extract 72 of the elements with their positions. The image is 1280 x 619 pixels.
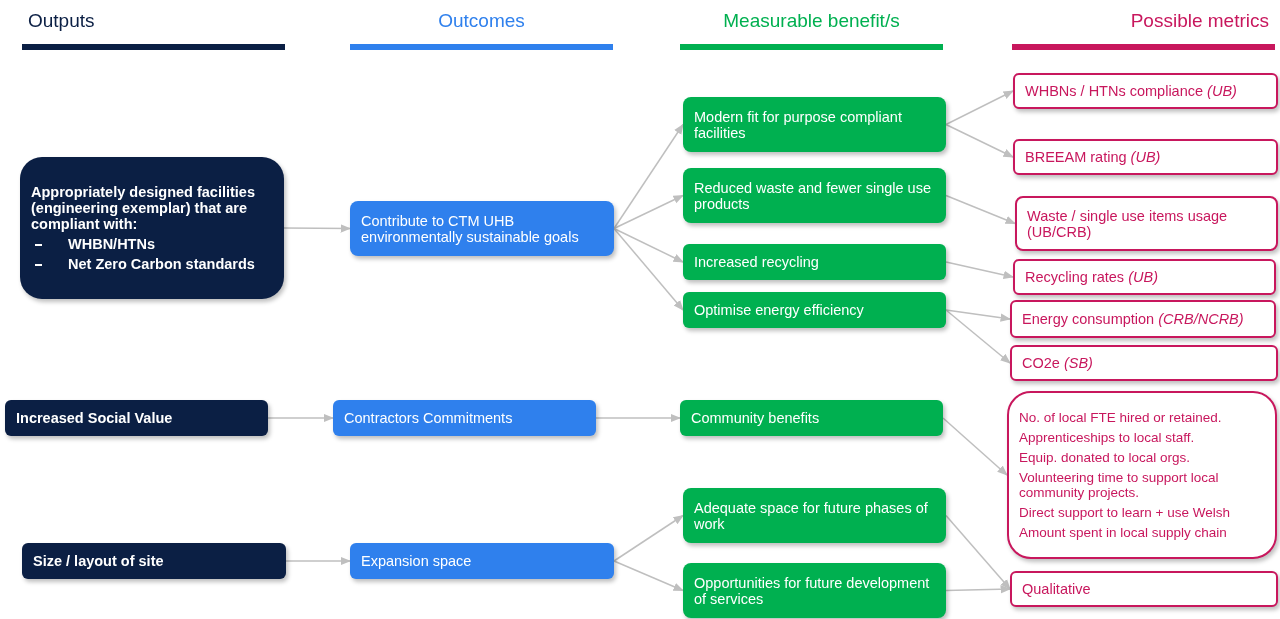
- arrow: [613, 560, 684, 592]
- arrow: [613, 227, 684, 263]
- column-heading: Outcomes: [437, 9, 526, 33]
- benefit-box: [683, 563, 946, 618]
- arrow: [945, 90, 1014, 126]
- metric-box: [1015, 196, 1278, 251]
- box-text: BREEAM rating (UB): [1025, 149, 1162, 165]
- arrow: [595, 413, 682, 423]
- box-text: Reduced waste and fewer single use products: [694, 179, 932, 212]
- box-text: Contractors Commitments: [344, 410, 514, 426]
- arrow: [945, 514, 1011, 590]
- benefit-box: [680, 400, 943, 436]
- benefit-box: [683, 168, 946, 223]
- arrow: [945, 585, 1012, 594]
- arrow: [613, 194, 684, 230]
- metric-item: No. of local FTE hired or retained.: [1019, 410, 1223, 425]
- output-box: [22, 543, 286, 579]
- box-text: Qualitative: [1022, 581, 1092, 597]
- column-heading: Measurable benefit/s: [722, 9, 901, 33]
- list-item: WHBN/HTNs: [68, 236, 155, 252]
- box-text: Increased Social Value: [16, 410, 174, 426]
- arrow: [942, 417, 1008, 476]
- metric-box: [1013, 259, 1276, 295]
- column-heading: Outputs: [27, 9, 96, 33]
- box-text: Expansion space: [361, 553, 473, 569]
- arrow: [283, 224, 352, 233]
- metric-item: Amount spent in local supply chain: [1019, 525, 1228, 540]
- metric-item: Equip. donated to local orgs.: [1019, 450, 1192, 465]
- box-text: Increased recycling: [694, 254, 820, 270]
- box-text: Community benefits: [691, 410, 821, 426]
- benefit-box: [683, 488, 946, 543]
- arrow: [945, 309, 1011, 364]
- arrow: [945, 123, 1014, 158]
- box-text: WHBNs / HTNs compliance (UB): [1025, 83, 1238, 99]
- output-box: [20, 157, 284, 299]
- box-text: Adequate space for future phases of work: [694, 499, 929, 532]
- box-text: Modern fit for purpose compliant facilities: [694, 108, 903, 141]
- metric-box: [1010, 300, 1276, 338]
- arrow: [945, 261, 1014, 280]
- box-text: Size / layout of site: [33, 553, 165, 569]
- benefit-box: [683, 244, 946, 280]
- box-text: Opportunities for future development of services: [694, 574, 931, 607]
- arrow: [945, 309, 1012, 322]
- metric-box: [1013, 73, 1278, 109]
- box-text: Recycling rates (UB): [1025, 269, 1159, 285]
- metric-box: [1010, 571, 1278, 607]
- metric-item: Direct support to learn + use Welsh: [1019, 505, 1231, 520]
- benefit-box: [683, 97, 946, 152]
- arrow: [267, 413, 335, 423]
- column-heading: Possible metrics: [1129, 9, 1270, 33]
- benefit-box: [683, 292, 946, 328]
- outcome-box: [350, 543, 614, 579]
- arrow: [613, 514, 684, 562]
- box-text: Optimise energy efficiency: [694, 302, 865, 318]
- outcome-box: [350, 201, 614, 256]
- arrow: [945, 194, 1016, 225]
- arrow: [613, 227, 684, 311]
- metric-box: [1013, 139, 1278, 175]
- arrow: [285, 556, 352, 566]
- output-box: [5, 400, 268, 436]
- box-text: Contribute to CTM UHB environmentally sustainable goals: [361, 212, 580, 245]
- outcome-box: [333, 400, 596, 436]
- metric-box: [1007, 391, 1277, 559]
- box-text: Waste / single use items usage (UB/CRB): [1027, 207, 1229, 240]
- arrow: [613, 123, 684, 230]
- metric-box: [1010, 345, 1278, 381]
- metric-item: Apprenticeships to local staff.: [1019, 430, 1196, 445]
- box-text: Energy consumption (CRB/NCRB): [1022, 311, 1245, 327]
- box-text: Appropriately designed facilities (engineering exemplar) that are compliant with:: [31, 184, 256, 232]
- metric-item: Volunteering time to support local community projects.: [1019, 470, 1220, 500]
- list-item: Net Zero Carbon standards: [68, 256, 255, 272]
- box-text: CO2e (SB): [1022, 355, 1094, 371]
